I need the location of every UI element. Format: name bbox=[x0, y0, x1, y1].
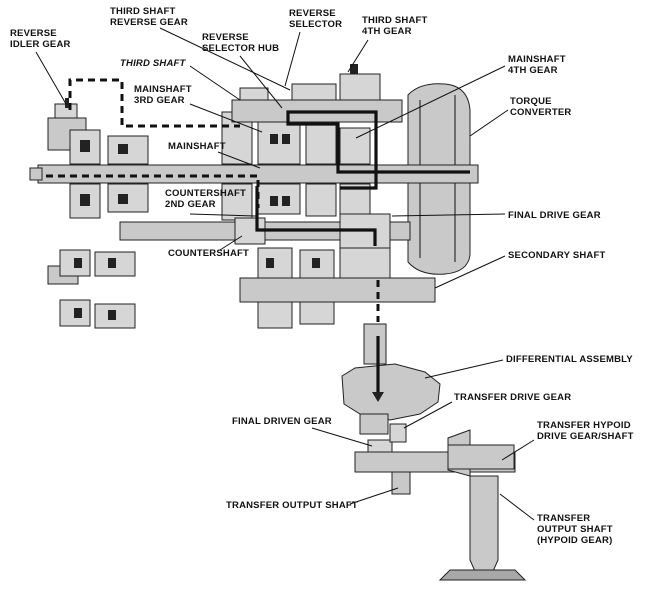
svg-text:FINAL DRIVEN GEAR: FINAL DRIVEN GEAR bbox=[232, 416, 332, 427]
mainshaft bbox=[29, 164, 479, 184]
label-third-shaft: THIRD SHAFT bbox=[120, 58, 241, 101]
svg-text:TRANSFER OUTPUT SHAFT: TRANSFER OUTPUT SHAFT bbox=[226, 500, 358, 511]
label-countershaft: COUNTERSHAFT bbox=[168, 235, 249, 259]
svg-text:DIFFERENTIAL ASSEMBLY: DIFFERENTIAL ASSEMBLY bbox=[506, 354, 633, 365]
label-final-driven-gear: FINAL DRIVEN GEAR bbox=[232, 416, 373, 447]
svg-text:FINAL DRIVE GEAR: FINAL DRIVE GEAR bbox=[508, 210, 601, 221]
svg-text:COUNTERSHAFT: COUNTERSHAFT bbox=[168, 248, 249, 259]
transmission-cutaway bbox=[29, 64, 527, 581]
label-final-drive-gear: FINAL DRIVE GEAR bbox=[391, 210, 601, 221]
svg-text:SECONDARY SHAFT: SECONDARY SHAFT bbox=[508, 250, 605, 261]
label-mainshaft: MAINSHAFT bbox=[168, 141, 261, 169]
transfer-assembly bbox=[354, 423, 527, 581]
svg-text:TRANSFER DRIVE GEAR: TRANSFER DRIVE GEAR bbox=[454, 392, 571, 403]
label-secondary-shaft: SECONDARY SHAFT bbox=[434, 250, 605, 289]
label-differential-assembly: DIFFERENTIAL ASSEMBLY bbox=[424, 354, 633, 379]
svg-text:THIRD SHAFT: THIRD SHAFT bbox=[120, 58, 187, 69]
power-flow-path bbox=[255, 110, 470, 402]
secondary-shaft bbox=[47, 247, 436, 329]
differential-assembly bbox=[341, 323, 441, 435]
svg-text:MAINSHAFT: MAINSHAFT bbox=[168, 141, 226, 152]
label-transfer-output-shaft: TRANSFER OUTPUT SHAFT bbox=[226, 487, 399, 511]
reverse-idler-flow bbox=[46, 78, 380, 322]
label-transfer-drive-gear: TRANSFER DRIVE GEAR bbox=[403, 392, 571, 429]
